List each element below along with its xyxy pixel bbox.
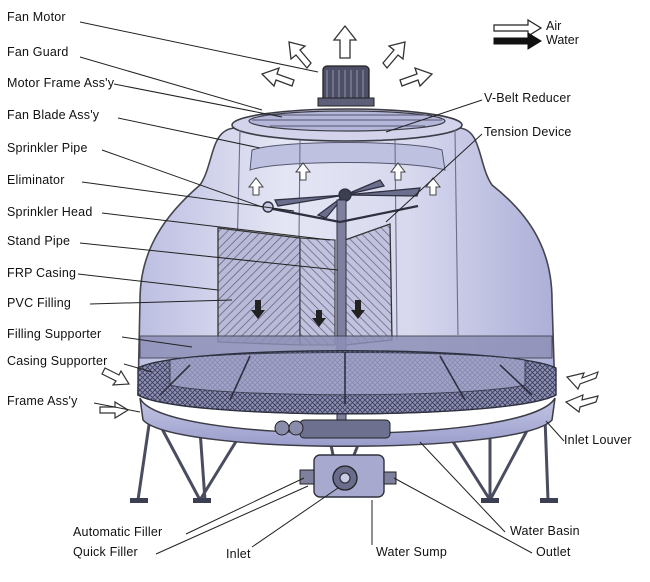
label-casing-supporter: Casing Supporter bbox=[7, 354, 108, 368]
inlet-louver-ring bbox=[137, 350, 557, 415]
inlet-air-arrows bbox=[99, 367, 599, 420]
water-flow-arrows bbox=[251, 300, 365, 327]
exhaust-air-arrows bbox=[260, 24, 434, 88]
pvc-filling bbox=[217, 223, 393, 346]
label-stand-pipe: Stand Pipe bbox=[7, 234, 71, 248]
label-water-basin: Water Basin bbox=[510, 524, 580, 538]
label-filling-supporter: Filling Supporter bbox=[7, 327, 102, 341]
label-water-sump: Water Sump bbox=[376, 545, 448, 559]
label-quick-filler: Quick Filler bbox=[73, 545, 138, 559]
label-frp-casing: FRP Casing bbox=[7, 266, 77, 280]
label-sprinkler-pipe: Sprinkler Pipe bbox=[7, 141, 88, 155]
label-vbelt-reducer: V-Belt Reducer bbox=[484, 91, 571, 105]
label-eliminator: Eliminator bbox=[7, 173, 65, 187]
water-sump bbox=[299, 454, 397, 498]
fan-motor bbox=[317, 65, 375, 107]
legend-water-label: Water bbox=[546, 33, 579, 47]
label-inlet: Inlet bbox=[226, 547, 251, 561]
legend-air-arrow bbox=[493, 18, 543, 38]
leg-feet bbox=[130, 498, 558, 503]
label-outlet: Outlet bbox=[536, 545, 571, 559]
label-tension-device: Tension Device bbox=[484, 125, 572, 139]
label-fan-blade: Fan Blade Ass'y bbox=[7, 108, 100, 122]
label-sprinkler-head: Sprinkler Head bbox=[7, 205, 93, 219]
water-basin bbox=[139, 397, 556, 447]
label-fan-motor: Fan Motor bbox=[7, 10, 66, 24]
label-motor-frame: Motor Frame Ass'y bbox=[7, 76, 115, 90]
label-automatic-filler: Automatic Filler bbox=[73, 525, 163, 539]
label-pvc-filling: PVC Filling bbox=[7, 296, 72, 310]
label-frame-assy: Frame Ass'y bbox=[7, 394, 78, 408]
legend-water-arrow bbox=[493, 32, 542, 50]
leader-lines bbox=[77, 21, 565, 555]
legend-air-label: Air bbox=[546, 19, 562, 33]
label-inlet-louver: Inlet Louver bbox=[564, 433, 632, 447]
label-fan-guard: Fan Guard bbox=[7, 45, 69, 59]
